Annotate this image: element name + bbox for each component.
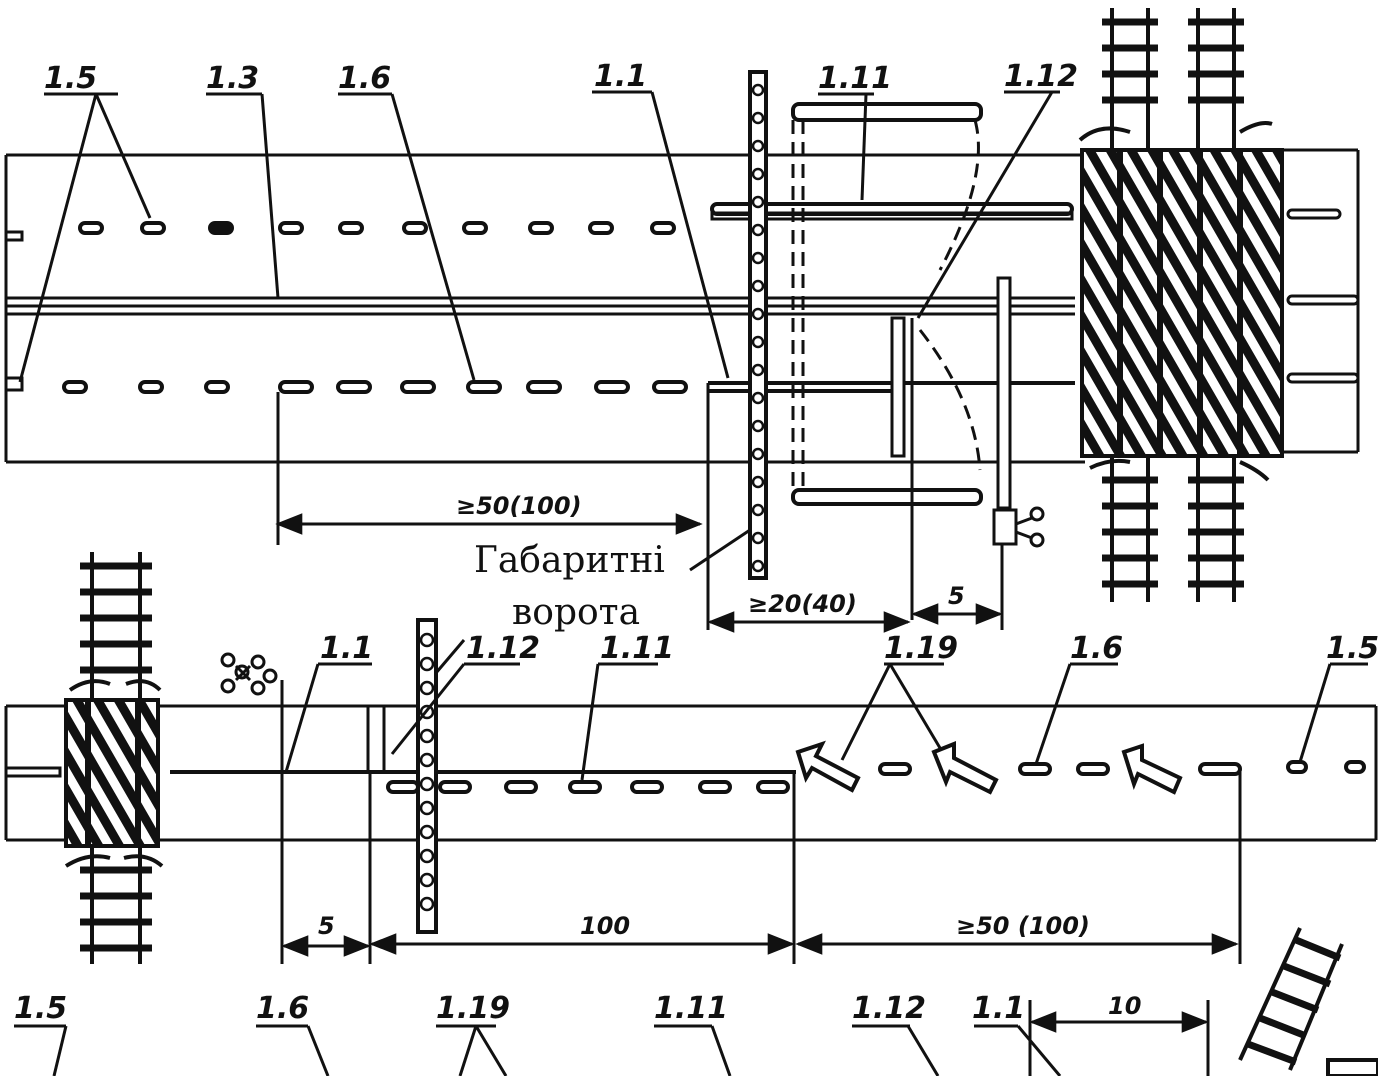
label-mid-1.5: 1.5 <box>1326 631 1378 666</box>
label-bot-1.1: 1.1 <box>972 991 1025 1026</box>
label-mid-1.6: 1.6 <box>1070 631 1123 666</box>
dim-top-mid: ≥20(40) <box>748 590 857 618</box>
bottom-leader-lines <box>14 1000 1210 1076</box>
caption-line-2: ворота <box>512 592 640 633</box>
label-bot-1.11: 1.11 <box>654 991 728 1026</box>
label-top-1.12: 1.12 <box>1004 59 1078 94</box>
dim-top-left: ≥50(100) <box>456 492 582 520</box>
middle-road <box>4 618 1378 934</box>
label-bot-1.5: 1.5 <box>14 991 67 1026</box>
label-top-1.1: 1.1 <box>594 59 647 94</box>
dim-mid-c: ≥50 (100) <box>956 912 1090 940</box>
label-bot-1.6: 1.6 <box>256 991 309 1026</box>
railway-track-bottom-right <box>1238 927 1378 1076</box>
traffic-light-icon <box>992 276 1045 630</box>
label-top-1.5: 1.5 <box>44 61 97 96</box>
label-mid-1.19: 1.19 <box>884 631 958 666</box>
label-mid-1.12: 1.12 <box>466 631 540 666</box>
lane-marking-lower <box>62 380 688 394</box>
lane-marking-upper <box>78 221 676 235</box>
middle-leader-lines <box>284 662 1368 781</box>
railway-crossing-deck <box>1080 148 1284 458</box>
label-top-1.3: 1.3 <box>206 61 259 96</box>
caption-line-1: Габаритні <box>474 540 665 581</box>
direction-arrow-icon <box>795 740 1183 795</box>
label-top-1.11: 1.11 <box>818 61 892 96</box>
top-leader-lines <box>18 90 1060 383</box>
label-top-1.6: 1.6 <box>338 61 391 96</box>
dim-bot-a: 10 <box>1108 992 1141 1020</box>
label-mid-1.11: 1.11 <box>600 631 674 666</box>
signal-lights-icon <box>220 652 278 696</box>
dim-top-small: 5 <box>948 582 965 610</box>
gate-icon <box>748 70 768 580</box>
dim-mid-a: 5 <box>318 912 335 940</box>
label-bot-1.12: 1.12 <box>852 991 926 1026</box>
railway-track-icon <box>1078 8 1273 602</box>
middle-lane-marks <box>386 760 1366 794</box>
top-road <box>4 70 1360 630</box>
label-mid-1.1: 1.1 <box>320 631 373 666</box>
label-bot-1.19: 1.19 <box>436 991 510 1026</box>
dim-mid-b: 100 <box>580 912 630 940</box>
railway-track-left <box>64 552 164 964</box>
